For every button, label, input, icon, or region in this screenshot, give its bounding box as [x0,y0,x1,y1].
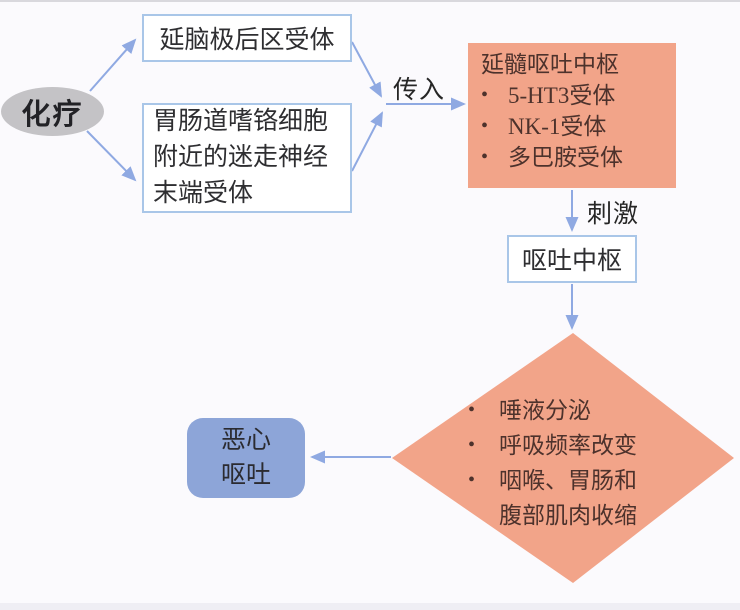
effects-line-text: 咽喉、胃肠和 [499,468,637,493]
arrow-area-postrema-to-junction [351,41,382,98]
edge-label-afferent: 传入 [393,77,446,104]
medullary-bullet-text: NK-1受体 [508,114,607,139]
medullary-bullet-item: • 5-HT3受体 [481,80,670,111]
frame-edge-bottom [0,603,740,610]
node-nausea-vomiting: 恶心 呕吐 [187,418,305,498]
medullary-bullet-item: • NK-1受体 [481,111,670,142]
effects-line: 腹部肌肉收缩 [468,498,698,533]
node-vomiting-center: 呕吐中枢 [507,235,637,283]
medullary-bullet-item: • 多巴胺受体 [481,142,670,173]
node-nausea-vomiting-line1: 恶心 [220,427,271,454]
node-vagal-terminal: 胃肠道嗜铬细胞 附近的迷走神经 末端受体 [142,103,352,213]
node-nausea-vomiting-line2: 呕吐 [220,462,271,489]
effects-diamond-shape [392,333,734,583]
effects-line: • 咽喉、胃肠和 [468,463,698,498]
effects-line-text: 呼吸频率改变 [499,433,637,458]
node-vomiting-center-label: 呕吐中枢 [521,248,622,275]
node-chemotherapy: 化疗 [1,87,104,136]
frame-edge-top [0,0,740,2]
arrow-chemo-to-vagal [86,130,137,182]
node-vagal-terminal-line2: 附近的迷走神经 [153,144,329,171]
bullet-icon: • [468,434,476,456]
bullet-icon [468,498,499,533]
effects-line: • 呼吸频率改变 [468,428,698,463]
arrow-chemo-to-area-postrema [89,38,137,92]
bullet-icon: • [481,115,489,137]
effects-line: • 唾液分泌 [468,393,698,428]
effects-line-text: 腹部肌肉收缩 [499,503,637,528]
node-area-postrema: 延脑极后区受体 [142,14,352,62]
node-vagal-terminal-line1: 胃肠道嗜铬细胞 [153,108,329,135]
medullary-bullet-text: 多巴胺受体 [508,145,623,170]
node-medullary-vomiting-center: 延髓呕吐中枢 • 5-HT3受体 • NK-1受体 • 多巴胺受体 [468,43,676,188]
bullet-icon: • [468,469,476,491]
node-medullary-vomiting-center-title: 延髓呕吐中枢 [481,52,619,77]
bullet-icon: • [481,84,489,106]
node-effects-diamond-content: • 唾液分泌 • 呼吸频率改变 • 咽喉、胃肠和 腹部肌肉收缩 [468,393,698,533]
arrow-vagal-to-junction [351,111,383,172]
node-area-postrema-label: 延脑极后区受体 [159,27,335,54]
effects-line-text: 唾液分泌 [499,398,591,423]
node-vagal-terminal-line3: 末端受体 [153,180,254,207]
node-chemotherapy-label: 化疗 [21,98,84,131]
edge-label-stimulate: 刺激 [587,201,640,228]
bullet-icon: • [468,399,476,421]
medullary-bullet-text: 5-HT3受体 [508,83,616,108]
bullet-icon: • [481,146,489,168]
